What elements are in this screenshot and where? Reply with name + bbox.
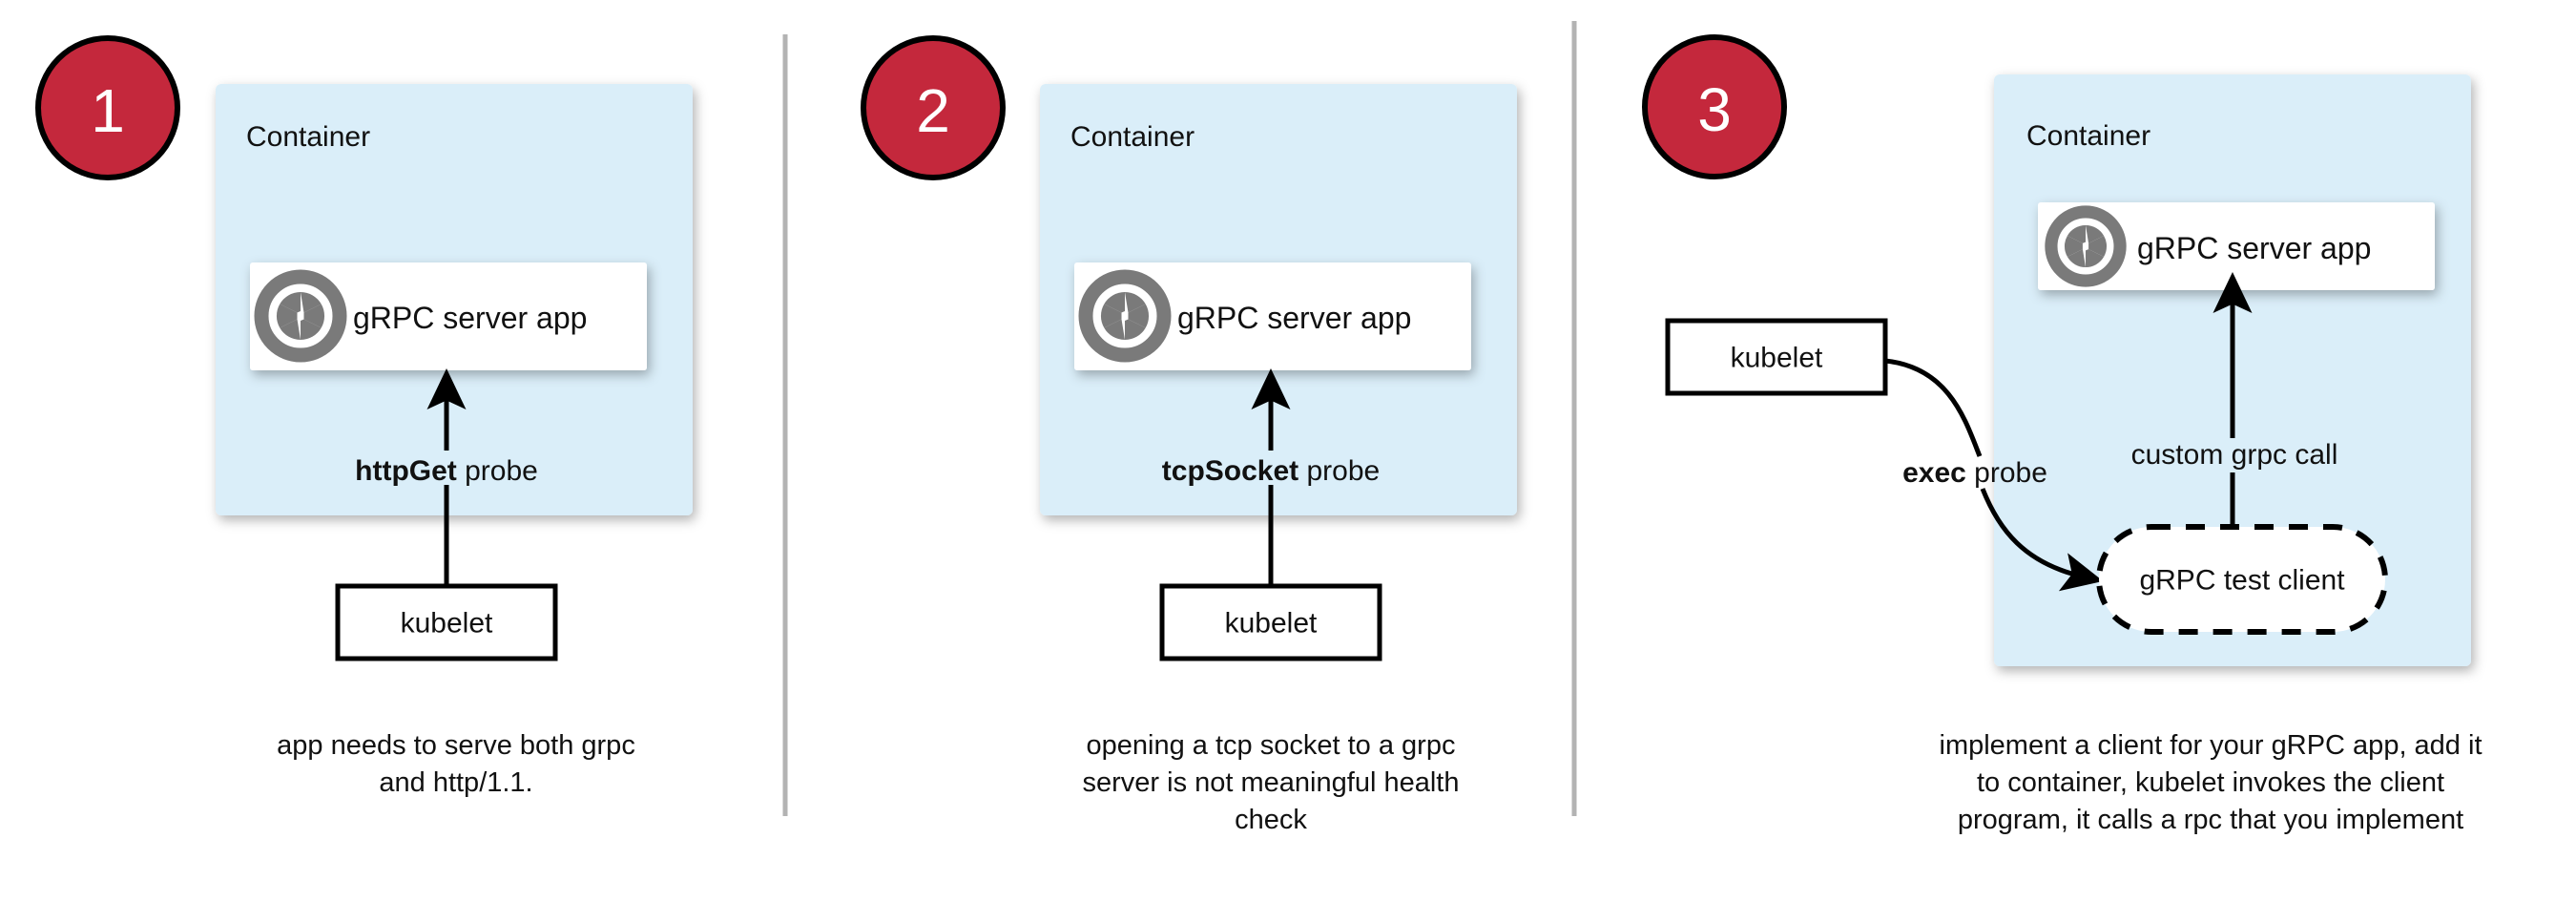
probe-label-bold: tcpSocket bbox=[1162, 455, 1298, 487]
badge-number: 1 bbox=[91, 76, 125, 145]
grpc-server-app-label: gRPC server app bbox=[1177, 301, 1411, 335]
badge-number: 2 bbox=[916, 76, 950, 145]
probe-label-rest: probe bbox=[1298, 455, 1380, 487]
container-label: Container bbox=[246, 121, 370, 153]
badge-circle bbox=[861, 35, 1006, 180]
kubelet-box-2 bbox=[1159, 583, 1382, 661]
probe-label-3: exec probe bbox=[1902, 457, 2047, 489]
step-badge-2: 2 bbox=[861, 35, 1006, 180]
kubelet-box-1 bbox=[335, 583, 558, 661]
grpc-test-client-label: gRPC test client bbox=[2139, 565, 2345, 597]
probe-label-rest: probe bbox=[1966, 457, 2047, 489]
probe-label-bold: httpGet bbox=[355, 455, 457, 487]
grpc-server-card-3 bbox=[2038, 202, 2435, 290]
exec-probe-curve-lower bbox=[1980, 488, 2104, 592]
card-rect bbox=[1074, 262, 1471, 370]
caption-line: app needs to serve both grpc bbox=[277, 730, 635, 761]
badge-circle bbox=[35, 35, 180, 180]
step-badge-1: 1 bbox=[35, 35, 180, 180]
badge-circle bbox=[1642, 34, 1787, 179]
container-label: Container bbox=[2026, 120, 2150, 152]
grpc-server-app-label: gRPC server app bbox=[353, 301, 587, 335]
caption-line: check bbox=[1235, 805, 1307, 835]
caption-line: and http/1.1. bbox=[379, 767, 532, 798]
caption-line: program, it calls a rpc that you impleme… bbox=[1958, 805, 2463, 835]
grpc-server-card-2 bbox=[1074, 262, 1471, 370]
panel-3: 3 Container gRPC server app kubelet e bbox=[1642, 34, 2483, 835]
kubelet-label: kubelet bbox=[401, 608, 493, 640]
card-rect bbox=[250, 262, 647, 370]
card-rect bbox=[2038, 202, 2435, 290]
kubelet-label: kubelet bbox=[1731, 343, 1823, 374]
grpc-server-card-1 bbox=[250, 262, 647, 370]
badge-number: 3 bbox=[1697, 75, 1732, 144]
container-label: Container bbox=[1070, 121, 1195, 153]
exec-probe-curve-upper bbox=[1884, 358, 1983, 457]
caption-line: server is not meaningful health bbox=[1083, 767, 1460, 798]
caption-line: implement a client for your gRPC app, ad… bbox=[1940, 730, 2483, 761]
probe-label-1: httpGet probe bbox=[355, 455, 538, 487]
kubelet-box-3 bbox=[1665, 318, 1888, 396]
kubelet-label: kubelet bbox=[1225, 608, 1318, 640]
panel-2: 2 Container gRPC server app tcpSocket pr… bbox=[861, 35, 1517, 835]
probe-label-rest: probe bbox=[457, 455, 538, 487]
probe-label-2: tcpSocket probe bbox=[1162, 455, 1380, 487]
probe-label-bold: exec bbox=[1902, 457, 1966, 489]
panel-1: 1 Container gRPC server app httpGet prob… bbox=[35, 35, 693, 798]
grpc-test-client-box bbox=[2096, 524, 2388, 635]
custom-grpc-call-label: custom grpc call bbox=[2131, 439, 2338, 471]
grpc-server-app-label: gRPC server app bbox=[2137, 231, 2371, 265]
step-badge-3: 3 bbox=[1642, 34, 1787, 179]
caption-line: to container, kubelet invokes the client bbox=[1977, 767, 2444, 798]
caption-line: opening a tcp socket to a grpc bbox=[1087, 730, 1456, 761]
